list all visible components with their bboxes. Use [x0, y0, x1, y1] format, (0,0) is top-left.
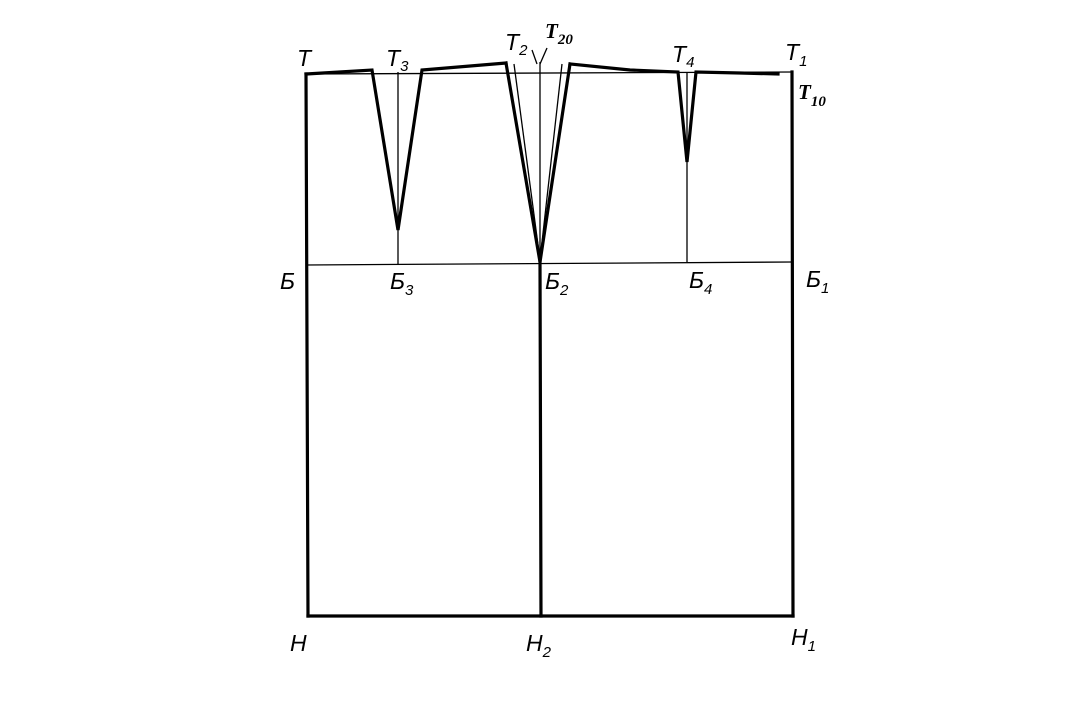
construction-lines	[305, 47, 793, 266]
label-t: T	[297, 45, 313, 71]
leader-t20	[539, 47, 548, 65]
label-b1: Б1	[806, 266, 829, 297]
label-t4: T4	[672, 41, 694, 71]
label-t2: T2	[505, 29, 528, 59]
label-b2: Б2	[545, 268, 569, 299]
center-line-b2-h2	[538, 260, 543, 618]
leader-t2	[531, 49, 538, 65]
side-dart	[504, 61, 572, 263]
contour-lines	[304, 61, 795, 618]
label-b4: Б4	[689, 267, 712, 298]
waist-curve-left	[304, 61, 508, 231]
label-t20: T20	[545, 19, 573, 48]
point-labels: T T3 T2 T20 T4 T1 T10 Б Б3 Б2 Б4 Б1 Н Н2…	[280, 19, 829, 661]
label-t1: T1	[785, 39, 807, 70]
label-b: Б	[280, 268, 295, 294]
hip-line	[305, 261, 793, 266]
label-t3: T3	[386, 45, 409, 75]
label-t10: T10	[798, 80, 826, 110]
right-edge	[790, 70, 795, 618]
label-h2: Н2	[526, 630, 552, 661]
left-edge	[304, 72, 310, 618]
label-b3: Б3	[390, 268, 414, 299]
waist-curve-right	[568, 62, 780, 163]
label-h: Н	[290, 630, 307, 656]
label-h1: Н1	[791, 624, 816, 655]
